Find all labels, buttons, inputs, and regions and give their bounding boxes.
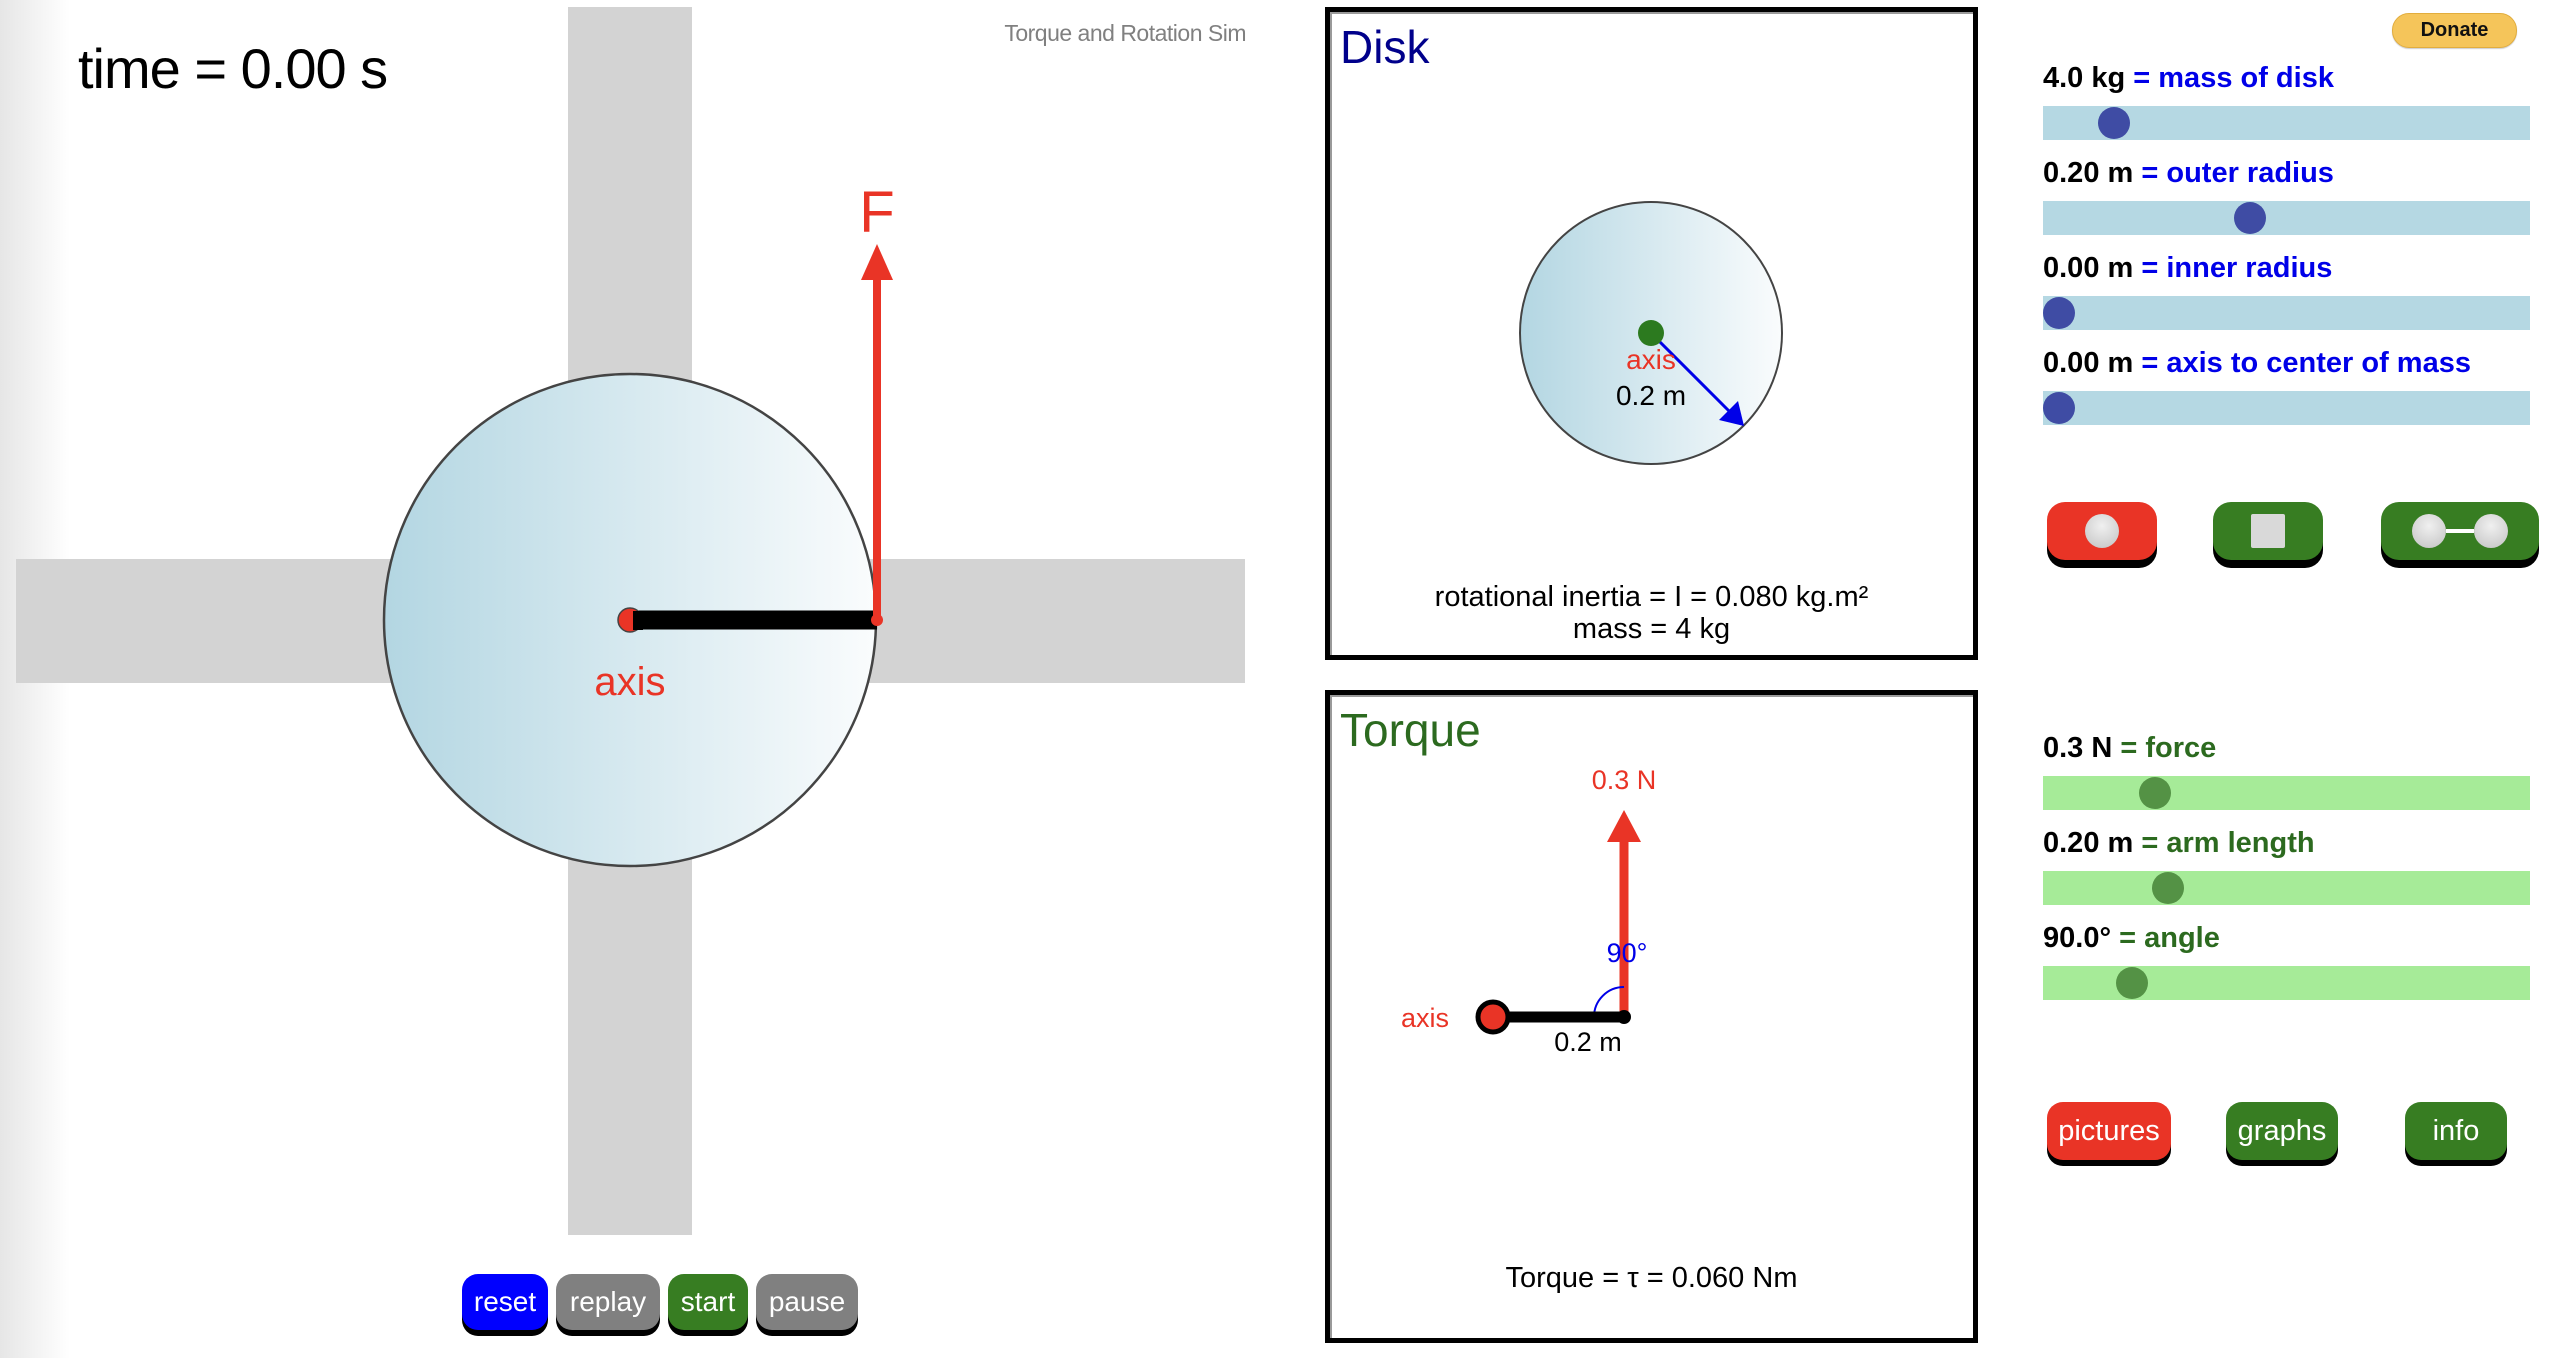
slider-axis-to-com-track[interactable]: [2043, 391, 2530, 425]
square-icon: [2251, 514, 2285, 548]
replay-button-label: replay: [569, 1286, 647, 1317]
center-of-mass-dot: [1638, 320, 1664, 346]
lever-arm-cover: [633, 611, 643, 630]
slider-axis-to-com-label: 0.00 m = axis to center of mass: [2043, 343, 2530, 383]
angle-label: 90°: [1607, 938, 1648, 968]
radius-arrow-head: [1719, 401, 1744, 426]
slider-axis-to-com: 0.00 m = axis to center of mass: [2043, 343, 2530, 425]
slider-angle-value: 90.0°: [2043, 922, 2112, 954]
slider-arm-length-name: = arm length: [2141, 827, 2315, 859]
slider-outer-radius-thumb[interactable]: [2234, 202, 2267, 234]
slider-angle-track[interactable]: [2043, 966, 2530, 1000]
time-readout: time = 0.00 s: [78, 37, 388, 100]
slider-axis-to-com-thumb[interactable]: [2043, 392, 2075, 424]
slider-force-track[interactable]: [2043, 776, 2530, 810]
info-button[interactable]: info: [2405, 1102, 2507, 1160]
slider-arm-length-track[interactable]: [2043, 871, 2530, 905]
playback-controls: reset replay start pause: [462, 1274, 858, 1330]
slider-angle-name: = angle: [2119, 922, 2220, 954]
slider-outer-radius-track[interactable]: [2043, 201, 2530, 235]
slider-mass-thumb[interactable]: [2097, 107, 2130, 139]
mass-readout: mass = 4 kg: [1572, 613, 1731, 645]
start-button-label: start: [680, 1286, 736, 1317]
info-button-label: info: [2432, 1114, 2480, 1147]
disk-diagram: axis 0.2 m: [1519, 201, 1783, 465]
slider-arm-length-value: 0.20 m: [2043, 827, 2134, 859]
torque-readout: Torque = τ = 0.060 Nm: [1505, 1262, 1798, 1294]
torque-axis-pivot: [1475, 999, 1511, 1035]
torque-diagram: 0.3 N 90° axis 0.2 m: [1401, 765, 1657, 1057]
slider-inner-radius-label: 0.00 m = inner radius: [2043, 248, 2530, 288]
disk-radius-label: 0.2 m: [1616, 380, 1686, 411]
slider-angle: 90.0° = angle: [2043, 918, 2530, 1000]
disk-panel-title: Disk: [1340, 21, 1430, 73]
slider-arm-length-label: 0.20 m = arm length: [2043, 823, 2530, 863]
replay-button[interactable]: replay: [556, 1274, 660, 1330]
slider-mass-value: 4.0 kg: [2043, 62, 2126, 94]
torque-panel: Torque 0.3 N 90° axis 0.2 m Torque = τ =…: [1325, 690, 1978, 1343]
slider-force-label: 0.3 N = force: [2043, 728, 2530, 768]
slider-inner-radius-track[interactable]: [2043, 296, 2530, 330]
slider-force-thumb[interactable]: [2138, 777, 2171, 809]
disk-axis-label: axis: [1626, 344, 1676, 375]
slider-outer-radius-name: = outer radius: [2141, 157, 2334, 189]
slider-axis-to-com-name: = axis to center of mass: [2141, 347, 2471, 379]
slider-outer-radius-value: 0.20 m: [2043, 157, 2134, 189]
graphs-button-label: graphs: [2237, 1114, 2327, 1147]
slider-inner-radius-name: = inner radius: [2141, 252, 2333, 284]
slider-mass-label: 4.0 kg = mass of disk: [2043, 58, 2530, 98]
slider-arm-length: 0.20 m = arm length: [2043, 823, 2530, 905]
slider-force-value: 0.3 N: [2043, 732, 2113, 764]
force-label: F: [859, 180, 894, 245]
slider-inner-radius-value: 0.00 m: [2043, 252, 2134, 284]
slider-angle-thumb[interactable]: [2115, 967, 2148, 999]
slider-mass: 4.0 kg = mass of disk: [2043, 58, 2530, 140]
slider-inner-radius-thumb[interactable]: [2043, 297, 2075, 329]
torque-force-label: 0.3 N: [1592, 765, 1657, 795]
pictures-button-label: pictures: [2058, 1114, 2160, 1147]
torque-panel-title: Torque: [1340, 704, 1481, 756]
reset-button-label: reset: [473, 1286, 537, 1317]
slider-outer-radius: 0.20 m = outer radius: [2043, 153, 2530, 235]
square-shape-button[interactable]: [2213, 502, 2323, 560]
slider-force: 0.3 N = force: [2043, 728, 2530, 810]
slider-mass-name: = mass of disk: [2133, 62, 2334, 94]
slider-arm-length-thumb[interactable]: [2152, 872, 2185, 904]
slider-force-name: = force: [2120, 732, 2217, 764]
torque-force-head: [1607, 810, 1641, 842]
disk-panel: Disk axis 0.2 m rotational inertia = I =…: [1325, 7, 1978, 660]
pause-button[interactable]: pause: [756, 1274, 858, 1330]
graphs-button[interactable]: graphs: [2226, 1102, 2338, 1160]
dumbbell-shape-button[interactable]: [2381, 502, 2539, 560]
dumbbell-bar-icon: [2446, 529, 2474, 533]
pause-button-label: pause: [768, 1286, 846, 1317]
force-point[interactable]: [871, 614, 883, 626]
disk-shape-button[interactable]: [2047, 502, 2157, 560]
slider-angle-label: 90.0° = angle: [2043, 918, 2530, 958]
torque-arm-label: 0.2 m: [1554, 1027, 1622, 1057]
donate-button[interactable]: Donate: [2392, 13, 2517, 48]
pictures-button[interactable]: pictures: [2047, 1102, 2171, 1160]
start-button[interactable]: start: [668, 1274, 748, 1330]
reset-button[interactable]: reset: [462, 1274, 548, 1330]
inertia-readout: rotational inertia = I = 0.080 kg.m²: [1434, 581, 1869, 613]
sim-title: Torque and Rotation Sim: [1004, 20, 1246, 46]
slider-inner-radius: 0.00 m = inner radius: [2043, 248, 2530, 330]
radius-arrow-shaft: [1649, 331, 1734, 416]
slider-axis-to-com-value: 0.00 m: [2043, 347, 2134, 379]
slider-mass-track[interactable]: [2043, 106, 2530, 140]
axis-label: axis: [594, 660, 665, 704]
dumbbell-right-ball-icon: [2474, 514, 2508, 548]
simulation-canvas[interactable]: F axis: [0, 0, 1260, 1358]
torque-axis-label: axis: [1401, 1003, 1449, 1033]
torque-arm-end: [1617, 1010, 1631, 1024]
dumbbell-left-ball-icon: [2412, 514, 2446, 548]
slider-outer-radius-label: 0.20 m = outer radius: [2043, 153, 2530, 193]
controls-column: Donate 4.0 kg = mass of disk 0.20 m = ou…: [2043, 0, 2539, 1358]
force-arrow-head: [861, 244, 893, 280]
disk-icon: [2085, 514, 2119, 548]
